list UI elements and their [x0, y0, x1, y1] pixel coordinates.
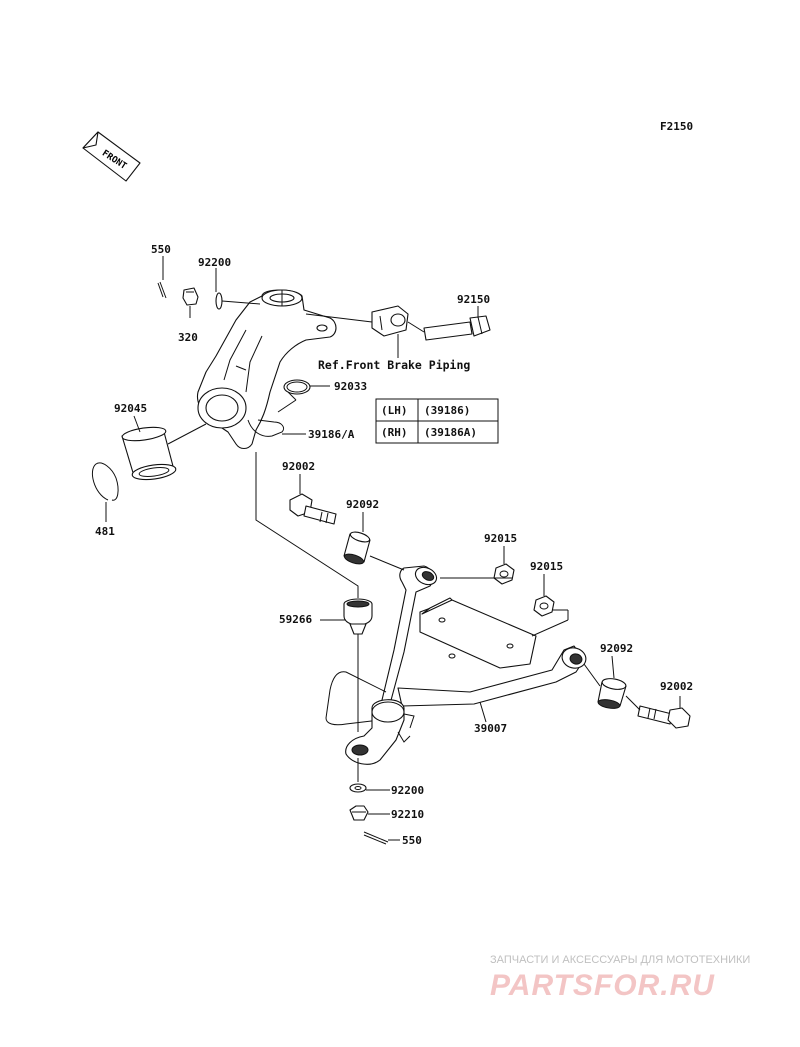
label-92033: 92033 [334, 380, 367, 393]
label-92200-top: 92200 [198, 256, 231, 269]
bolt-92002-top [289, 493, 337, 525]
front-arrow-icon: FRONT [82, 131, 141, 182]
cotter-pin-top [157, 281, 167, 299]
watermark-brand: PARTSFOR.RU [490, 969, 715, 1002]
bushing-92092-right [597, 678, 627, 709]
brake-bracket [371, 305, 409, 337]
label-92015-b: 92015 [530, 560, 563, 573]
table-row-rh-part: (39186A) [424, 426, 477, 439]
label-92092-left: 92092 [346, 498, 379, 511]
o-ring-92033 [283, 379, 311, 395]
ball-joint-59266 [343, 598, 373, 650]
label-92002-right: 92002 [660, 680, 693, 693]
nut-92015-a [493, 563, 515, 585]
bolt-92150 [423, 315, 491, 341]
bearing-92045 [121, 426, 177, 481]
steering-knuckle [196, 289, 337, 450]
leader-lines [105, 256, 681, 841]
label-92015-a: 92015 [484, 532, 517, 545]
label-481: 481 [95, 525, 115, 538]
label-92092-right: 92092 [600, 642, 633, 655]
nut-92210 [349, 805, 369, 821]
label-550-bottom: 550 [402, 834, 422, 847]
table-row-rh-side: (RH) [381, 426, 408, 439]
reference-note: Ref.Front Brake Piping [318, 358, 470, 372]
label-92210: 92210 [391, 808, 424, 821]
cotter-pin-bottom [363, 831, 389, 845]
circlip-481 [92, 462, 119, 501]
washer-top [215, 292, 223, 310]
nut-92015-b [533, 595, 555, 617]
label-92200-bottom: 92200 [391, 784, 424, 797]
label-39186: 39186/A [308, 428, 355, 441]
label-320: 320 [178, 331, 198, 344]
table-row-lh-part: (39186) [424, 404, 470, 417]
label-92045: 92045 [114, 402, 147, 415]
watermark-tagline: ЗАПЧАСТИ И АКСЕССУАРЫ ДЛЯ МОТОТЕХНИКИ [490, 954, 750, 966]
a-arm-39007 [325, 565, 587, 765]
knuckle-table: (LH) (39186) (RH) (39186A) [375, 398, 499, 444]
label-550-top: 550 [151, 243, 171, 256]
label-92002-top: 92002 [282, 460, 315, 473]
label-39007: 39007 [474, 722, 507, 735]
bolt-92002-right [637, 705, 691, 729]
washer-bottom [349, 783, 367, 793]
figure-code: F2150 [660, 120, 693, 133]
label-59266: 59266 [279, 613, 312, 626]
castle-nut-320 [182, 287, 199, 306]
table-row-lh-side: (LH) [381, 404, 408, 417]
bushing-92092-left [343, 531, 371, 565]
label-92150: 92150 [457, 293, 490, 306]
